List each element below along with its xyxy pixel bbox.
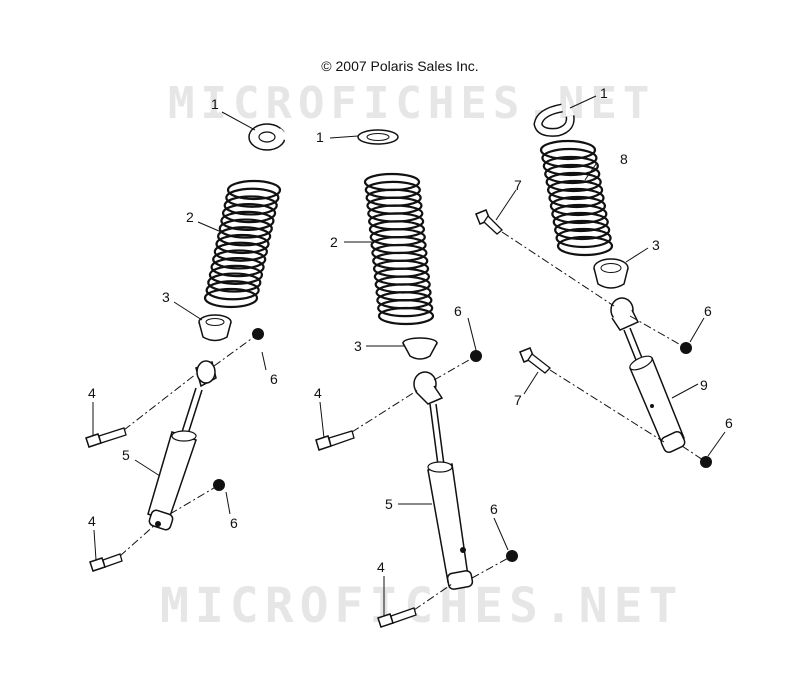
retainer-clip-middle bbox=[357, 129, 399, 145]
spring-coil bbox=[207, 272, 262, 293]
spring-coil bbox=[541, 147, 598, 169]
callout-4-middle-lower: 4 bbox=[377, 559, 385, 575]
nut-left-lower bbox=[213, 479, 225, 491]
spring-coil bbox=[544, 163, 601, 185]
shock-absorber-right bbox=[610, 297, 686, 454]
shock-absorber-left bbox=[147, 360, 217, 531]
assembly-axis-lines bbox=[119, 231, 707, 611]
spring-coil bbox=[217, 226, 272, 247]
callout-4-left-lower: 4 bbox=[88, 513, 96, 529]
spring-coil bbox=[556, 235, 614, 257]
callout-3-middle: 3 bbox=[354, 338, 362, 354]
spring-middle bbox=[363, 172, 435, 326]
spring-coil bbox=[539, 139, 597, 161]
callout-8: 8 bbox=[620, 151, 628, 167]
spring-coil bbox=[221, 203, 277, 224]
callout-9: 9 bbox=[700, 377, 708, 393]
watermark-bottom: MICROFICHES.NET bbox=[160, 578, 684, 634]
spring-coil bbox=[213, 241, 268, 262]
spring-seat-middle bbox=[402, 337, 438, 360]
callout-6-left-upper: 6 bbox=[270, 371, 278, 387]
spring-coil bbox=[377, 299, 434, 318]
spring-coil bbox=[549, 195, 607, 217]
spring-coil bbox=[203, 287, 259, 309]
spring-right bbox=[539, 139, 614, 257]
spring-coil bbox=[218, 218, 273, 239]
callout-2-middle: 2 bbox=[330, 234, 338, 250]
spring-coil bbox=[548, 187, 605, 209]
callout-6-middle-upper: 6 bbox=[454, 303, 462, 319]
callout-6-right-upper: 6 bbox=[704, 303, 712, 319]
callout-7-right-upper: 7 bbox=[514, 177, 522, 193]
spring-coil bbox=[551, 203, 608, 225]
spring-coil bbox=[542, 155, 599, 177]
retainer-clip-right bbox=[533, 103, 575, 137]
bolt-left-upper bbox=[85, 427, 127, 448]
callout-1-left: 1 bbox=[211, 96, 219, 112]
callout-6-middle-lower: 6 bbox=[490, 501, 498, 517]
spring-coil bbox=[554, 219, 611, 241]
spring-coil bbox=[223, 195, 278, 216]
spring-coil bbox=[220, 210, 275, 231]
callout-6-left-lower: 6 bbox=[230, 515, 238, 531]
shock-absorber-middle bbox=[413, 371, 474, 590]
callout-6-right-lower: 6 bbox=[725, 415, 733, 431]
spring-coil bbox=[208, 264, 264, 285]
bolt-right-upper bbox=[475, 209, 503, 235]
callout-2-left: 2 bbox=[186, 209, 194, 225]
spring-coil bbox=[552, 211, 609, 233]
bolt-middle-upper bbox=[315, 430, 355, 451]
callout-4-left-upper: 4 bbox=[88, 385, 96, 401]
bolt-middle-lower bbox=[377, 607, 417, 628]
callout-3-right: 3 bbox=[652, 237, 660, 253]
spring-left bbox=[203, 179, 282, 309]
leader-lines bbox=[92, 95, 726, 616]
spring-coil bbox=[377, 306, 435, 326]
callout-1-right: 1 bbox=[600, 85, 608, 101]
spring-coil bbox=[210, 257, 265, 278]
callout-5-left: 5 bbox=[122, 447, 130, 463]
callout-1-middle: 1 bbox=[316, 129, 324, 145]
spring-coil bbox=[215, 233, 270, 255]
spring-coil bbox=[545, 171, 602, 193]
spring-coil bbox=[555, 227, 612, 249]
callout-3-left: 3 bbox=[162, 289, 170, 305]
callout-5-middle: 5 bbox=[385, 496, 393, 512]
spring-coil bbox=[212, 249, 267, 270]
nut-middle-lower bbox=[506, 550, 518, 562]
callout-4-middle-upper: 4 bbox=[314, 385, 322, 401]
bolt-right-lower bbox=[519, 347, 551, 374]
spring-seat-left bbox=[198, 314, 232, 342]
spring-coil bbox=[226, 179, 282, 201]
callout-7-right-lower: 7 bbox=[514, 392, 522, 408]
bolt-left-lower bbox=[89, 553, 123, 572]
copyright-text: © 2007 Polaris Sales Inc. bbox=[321, 58, 479, 74]
spring-seat-right bbox=[593, 258, 629, 289]
retainer-clip-left bbox=[248, 123, 290, 151]
callout-numbers: 1 1 1 2 2 3 3 3 4 4 4 4 5 5 6 6 6 6 6 6 … bbox=[88, 85, 733, 575]
spring-coil bbox=[205, 280, 260, 301]
spring-coil bbox=[225, 187, 280, 208]
spring-coil bbox=[546, 179, 604, 201]
